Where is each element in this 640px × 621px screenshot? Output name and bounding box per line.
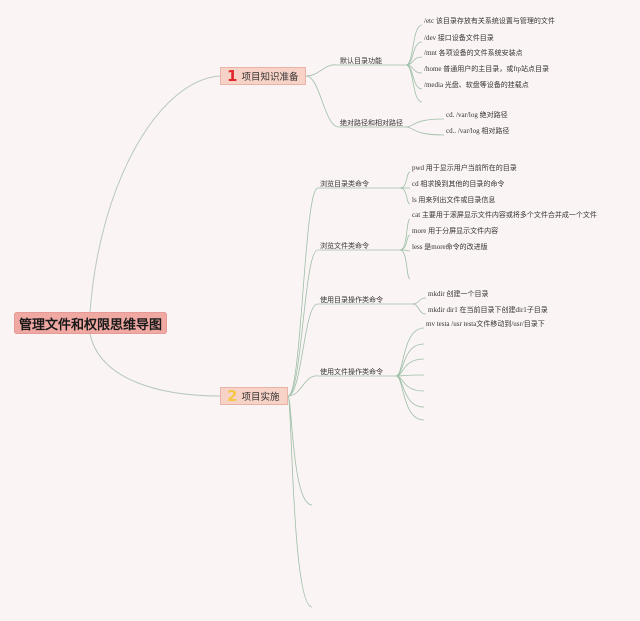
leaf-connector <box>399 234 411 251</box>
leaf-label: cd. /var/log 绝对路径 <box>446 110 508 119</box>
leaf-connector <box>399 249 411 280</box>
child-node-label: 使用目录操作类命令 <box>320 295 383 304</box>
leaf-connector <box>405 41 423 66</box>
branch-2-to-child-2-connector <box>287 249 319 397</box>
root-to-branch-2-connector <box>89 333 221 397</box>
leaf-connector <box>399 249 411 252</box>
leaf-label: /etc 该目录存放有关系统设置与管理的文件 <box>424 16 555 25</box>
leaf-connector <box>395 343 425 377</box>
child-node-label: 浏览文件类命令 <box>320 241 369 250</box>
child-node-label: 浏览目录类命令 <box>320 179 369 188</box>
leaf-connector <box>411 297 427 305</box>
leaf-connector <box>405 64 423 103</box>
leaf-connector <box>395 374 425 377</box>
leaf-connector <box>399 171 411 189</box>
connector-lines <box>89 24 445 608</box>
branch-number: 1 <box>227 66 238 85</box>
leaf-label: pwd 用于显示用户当前所在的目录 <box>412 163 517 172</box>
branch-2-to-child-1-connector <box>287 187 319 397</box>
branch-2-to-child-3-connector <box>287 303 319 397</box>
child-node-label: 绝对路径和相对路径 <box>340 118 403 127</box>
root-label: 管理文件和权限思维导图 <box>18 317 162 333</box>
root-node[interactable]: 管理文件和权限思维导图 <box>14 312 167 334</box>
leaf-connector <box>395 375 425 421</box>
child-node-label: 使用文件操作类命令 <box>320 367 383 376</box>
leaf-label: cd 相求换到其他的目录的命令 <box>412 179 504 188</box>
branch-node-knowledge-prep[interactable]: 1 项目知识准备 <box>220 67 306 85</box>
branch-1-to-child-1-connector <box>305 64 339 77</box>
empty-stem-1 <box>287 395 313 506</box>
leaf-connector <box>399 218 411 251</box>
leaf-connector <box>399 187 411 205</box>
leaf-connector <box>405 56 423 66</box>
branch-label: 项目知识准备 <box>241 72 299 83</box>
leaf-label: /mnt 各项设备的文件系统安装点 <box>424 48 523 57</box>
leaf-connector <box>395 358 425 377</box>
branch-label: 项目实施 <box>241 392 280 403</box>
branch-node-implementation[interactable]: 2 项目实施 <box>220 387 288 405</box>
leaf-label: mv testa /usr testa文件移动到/usr/目录下 <box>426 319 545 328</box>
branch-number: 2 <box>227 386 238 405</box>
leaf-label: mkdir 创建一个目录 <box>428 289 488 298</box>
leaf-connector <box>405 24 423 66</box>
leaf-connector <box>411 303 427 315</box>
leaf-connector <box>395 375 425 392</box>
root-to-branch-1-connector <box>89 75 221 313</box>
leaf-label: /media 光盘、软盘等设备的挂载点 <box>424 80 529 89</box>
leaf-label: more 用于分屏显示文件内容 <box>412 226 498 235</box>
leaf-label: /home 普通用户的主目录，或ftp站点目录 <box>424 64 549 73</box>
leaf-label: mkdir dir1 在当前目录下创建dir1子目录 <box>428 305 548 314</box>
node-labels: 默认目录功能/etc 该目录存放有关系统设置与管理的文件/dev 接口设备文件目… <box>320 16 597 376</box>
leaf-label: /dev 接口设备文件目录 <box>424 33 494 42</box>
leaf-connector <box>405 118 445 128</box>
branch-2-to-child-4-connector <box>287 375 319 397</box>
child-node-label: 默认目录功能 <box>340 56 382 65</box>
leaf-label: less 是more命令的改进版 <box>412 242 488 251</box>
leaf-connector <box>405 126 445 136</box>
leaf-label: cat 主要用于滚屏显示文件内容或将多个文件合并成一个文件 <box>412 210 597 219</box>
leaf-connector <box>395 327 425 377</box>
leaf-label: ls 用来列出文件或目录信息 <box>412 195 495 204</box>
leaf-label: cd.. /var/log 相对路径 <box>446 126 509 135</box>
empty-stem-2 <box>287 395 313 608</box>
branch-1-to-child-2-connector <box>305 75 339 128</box>
